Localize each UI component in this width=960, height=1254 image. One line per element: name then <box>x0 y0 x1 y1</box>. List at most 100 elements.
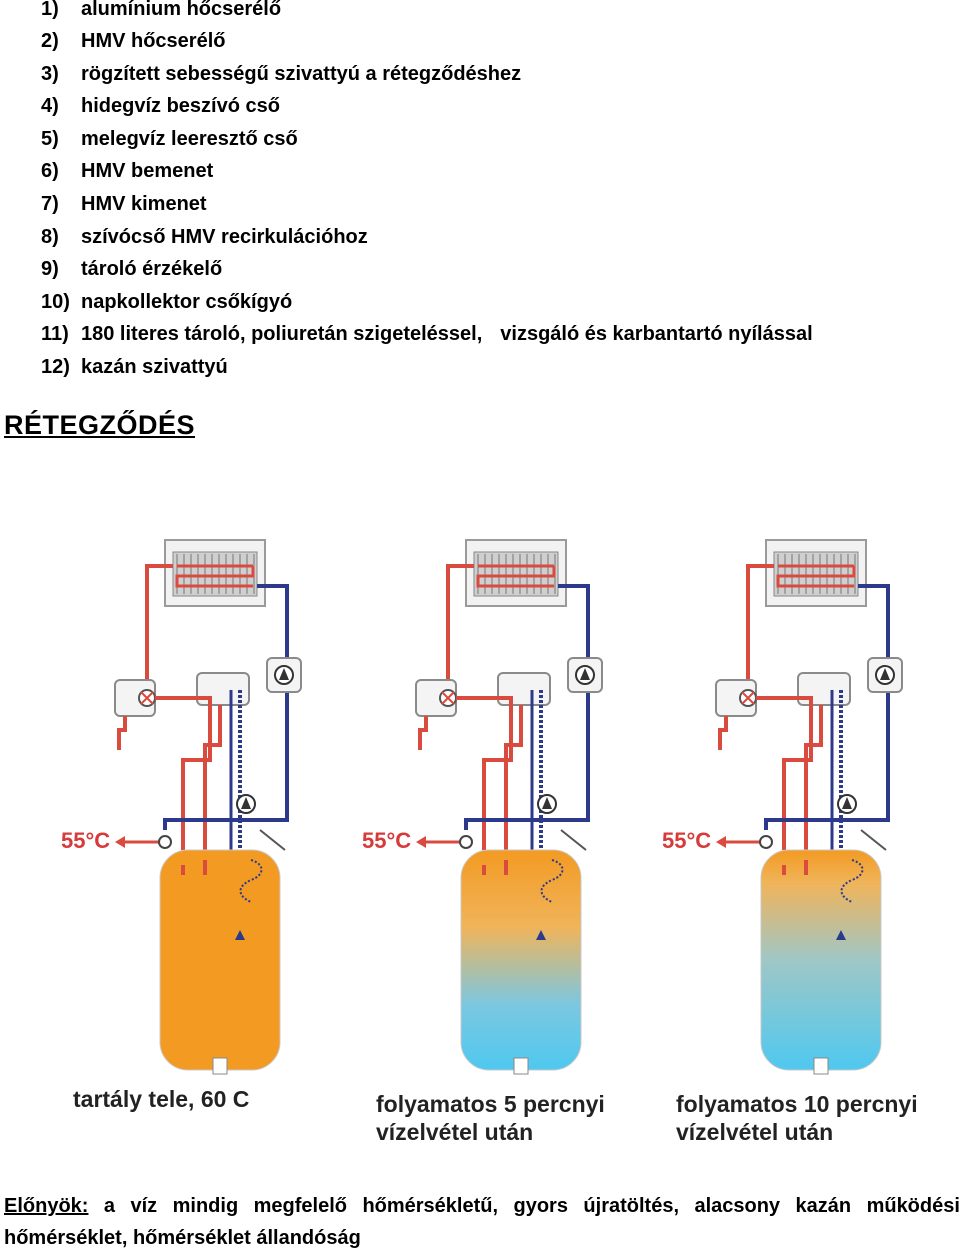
pump-arrow <box>842 797 852 809</box>
hot-pipe <box>155 696 212 850</box>
list-number: 6) <box>41 160 59 182</box>
system-schematic <box>415 539 603 1075</box>
advantage-word: kazán <box>795 1195 852 1217</box>
valve-cross <box>140 691 154 705</box>
diagram-unit: 55°C tartály tele, 60 C <box>55 530 355 1170</box>
pump-arrow <box>880 668 890 680</box>
caption-line: folyamatos 10 percnyi <box>676 1091 918 1117</box>
list-text: HMV hőcserélő <box>81 30 226 52</box>
tank-coil <box>239 859 263 903</box>
solar-collector-panel <box>773 551 859 597</box>
pump-arrow <box>241 797 251 809</box>
temperature-label: 55°C <box>662 828 712 853</box>
list-number: 8) <box>41 226 59 248</box>
caption-line: tartály tele, 60 C <box>73 1086 250 1112</box>
temperature-label: 55°C <box>61 828 111 853</box>
advantages-line-1: Előnyök: a víz mindig megfelelő hőmérsék… <box>4 1190 960 1222</box>
list-number: 10) <box>41 291 70 313</box>
cold-pipe <box>764 818 886 830</box>
valve-cross <box>741 691 755 705</box>
list-text: hidegvíz beszívó cső <box>81 95 280 117</box>
tank-sensor <box>860 829 887 851</box>
collector-coil <box>476 564 556 588</box>
diagram-caption: tartály tele, 60 C <box>73 1085 249 1113</box>
advantage-word: hőmérsékletű, <box>362 1195 499 1217</box>
collector-coil <box>175 564 255 588</box>
list-item: 10)napkollektor csőkígyó <box>41 290 292 314</box>
list-number: 7) <box>41 193 59 215</box>
advantages-label: Előnyök: <box>4 1195 89 1217</box>
advantage-word: gyors <box>513 1195 568 1217</box>
list-item: 11)180 literes tároló, poliuretán sziget… <box>41 322 813 346</box>
outlet-valve <box>459 835 473 849</box>
advantage-word: víz <box>130 1195 158 1217</box>
collector-coil <box>776 564 856 588</box>
cold-pipe <box>163 818 285 830</box>
hot-pipe <box>504 705 523 850</box>
advantage-word: újratöltés, <box>583 1195 679 1217</box>
advantages-line-2: hőmérséklet, hőmérséklet állandóság <box>4 1227 361 1249</box>
list-item: 7) HMV kimenet <box>41 192 207 216</box>
list-text: HMV kimenet <box>81 193 207 215</box>
list-number: 2) <box>41 30 59 52</box>
list-text: melegvíz leeresztő cső <box>81 128 298 150</box>
cold-pipe <box>267 726 289 822</box>
hot-pipe <box>804 705 823 850</box>
tank-coil <box>540 859 564 903</box>
storage-tank <box>159 849 281 1071</box>
hot-pipe <box>456 696 513 850</box>
tank-drain <box>212 1057 228 1075</box>
list-number: 5) <box>41 128 59 150</box>
list-item: 1) alumínium hőcserélő <box>41 0 281 21</box>
advantage-word: megfelelő <box>253 1195 347 1217</box>
list-item: 8) szívócső HMV recirkulációhoz <box>41 225 368 249</box>
list-item: 2) HMV hőcserélő <box>41 29 225 53</box>
tank-drain <box>513 1057 529 1075</box>
list-number: 11) <box>41 323 69 345</box>
list-number: 9) <box>41 258 59 280</box>
list-number: 12) <box>41 356 70 378</box>
list-number: 3) <box>41 63 59 85</box>
tank-sensor <box>259 829 286 851</box>
list-number: 4) <box>41 95 59 117</box>
tank-sensor <box>560 829 587 851</box>
storage-tank <box>460 849 582 1071</box>
cold-pipe <box>568 726 590 822</box>
list-item: 9) tároló érzékelő <box>41 257 222 281</box>
list-item: 12) kazán szivattyú <box>41 355 228 379</box>
list-item: 6)HMV bemenet <box>41 159 213 183</box>
list-text: rögzített sebességű szivattyú a rétegződ… <box>81 63 522 85</box>
storage-tank <box>760 849 882 1071</box>
solar-collector-panel <box>172 551 258 597</box>
outlet-valve <box>759 835 773 849</box>
system-schematic <box>114 539 302 1075</box>
pump-arrow <box>580 668 590 680</box>
pump-arrow <box>542 797 552 809</box>
caption-line: vízelvétel után <box>676 1119 834 1145</box>
list-text: szívócső HMV recirkulációhoz <box>81 226 368 248</box>
caption-line: folyamatos 5 percnyi <box>376 1091 605 1117</box>
list-number: 1) <box>41 0 59 20</box>
list-text: alumínium hőcserélő <box>81 0 282 20</box>
outlet-arrow <box>115 836 125 848</box>
list-text-continued: vizsgáló és karbantartó nyílással <box>500 323 813 345</box>
hot-pipe <box>756 696 813 850</box>
caption-line: vízelvétel után <box>376 1119 534 1145</box>
cold-pipe <box>868 726 890 822</box>
hot-pipe <box>203 705 222 850</box>
hot-pipe <box>418 716 428 750</box>
advantages-paragraph: Előnyök: a víz mindig megfelelő hőmérsék… <box>4 1190 960 1254</box>
advantage-word: mindig <box>172 1195 239 1217</box>
list-text: tároló érzékelő <box>81 258 223 280</box>
list-item: 5) melegvíz leeresztő cső <box>41 127 298 151</box>
list-text: kazán szivattyú <box>81 356 228 378</box>
list-item: 4) hidegvíz beszívó cső <box>41 94 280 118</box>
solar-collector-panel <box>473 551 559 597</box>
list-item: 3) rögzített sebességű szivattyú a rétegz… <box>41 62 521 86</box>
outlet-arrow <box>716 836 726 848</box>
tank-drain <box>813 1057 829 1075</box>
